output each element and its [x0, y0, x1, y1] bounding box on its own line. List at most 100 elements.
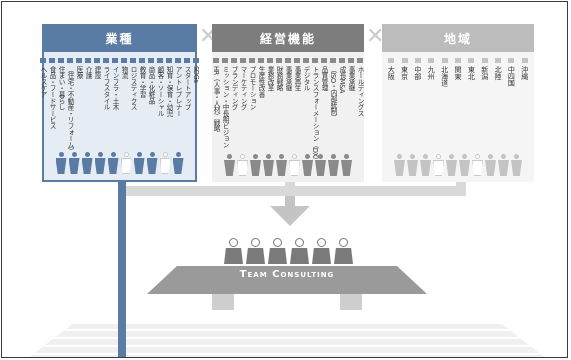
person-icon: [420, 154, 431, 176]
industry-list: ヘルスケア食品・フードサービス住まい・暮らし（住宅・不動産・リフォーム）医療介護…: [47, 58, 192, 154]
business-item-label: 事業承継: [347, 66, 355, 91]
person-icon: [108, 152, 119, 174]
bullet-square-icon: [276, 58, 282, 63]
person-icon: [472, 154, 483, 176]
business-item: プロモーション: [248, 58, 256, 163]
industry-item: ライフスタイル: [102, 58, 110, 154]
bullet-square-icon: [402, 58, 408, 63]
team-people: [224, 238, 353, 264]
person-icon: [315, 154, 326, 176]
region-item-label: 新潟: [481, 66, 489, 79]
business-item: 生産性改善: [257, 58, 265, 163]
person-icon: [498, 154, 509, 176]
bullet-square-icon: [321, 58, 327, 63]
business-item: （ISO・内部統制）: [329, 58, 337, 163]
industry-item: （住宅・不動産・リフォーム）: [66, 58, 74, 154]
region-item-label: 中四国: [507, 66, 515, 86]
region-item-label: 北海道: [441, 66, 449, 86]
consultant-icon: [290, 238, 309, 264]
industry-item-label: アントレプレナー: [174, 66, 182, 116]
person-icon: [95, 152, 106, 174]
industry-item-label: 建設: [93, 66, 101, 79]
business-item-label: 生産性改善: [257, 66, 265, 98]
industry-item: SDGs: [192, 58, 200, 154]
person-icon: [433, 154, 444, 176]
region-item-label: 大阪: [387, 66, 395, 79]
bullet-square-icon: [40, 58, 46, 63]
industry-item-label: インフラ・土木: [111, 66, 119, 110]
bullet-square-icon: [112, 58, 118, 63]
business-item-label: デジタル: [302, 66, 310, 91]
person-icon: [289, 154, 300, 176]
industry-item: スタートアップ: [183, 58, 191, 154]
industry-item-label: 医療: [75, 66, 83, 79]
business-item: HR（人事・人材）戦略: [212, 58, 220, 163]
bullet-square-icon: [522, 58, 528, 63]
person-icon: [121, 152, 132, 174]
business-item: 品質管理: [320, 58, 328, 163]
business-item: 財務戦略: [275, 58, 283, 163]
bullet-square-icon: [455, 58, 461, 63]
industry-panel-body: ヘルスケア食品・フードサービス住まい・暮らし（住宅・不動産・リフォーム）医療介護…: [42, 52, 197, 182]
bullet-square-icon: [415, 58, 421, 63]
bullet-square-icon: [166, 58, 172, 63]
business-item-label: マーケティング: [239, 66, 247, 110]
business-panel-title: 経営機能: [212, 24, 364, 52]
industry-item: 建設: [93, 58, 101, 154]
person-icon: [276, 154, 287, 176]
business-panel-body: HR（人事・人材）戦略ミッション・中長期ビジョンブランディングマーケティングプロ…: [212, 52, 364, 182]
bullet-square-icon: [285, 58, 291, 63]
bullet-square-icon: [442, 58, 448, 63]
bullet-square-icon: [348, 58, 354, 63]
bullet-square-icon: [184, 58, 190, 63]
bullet-square-icon: [103, 58, 109, 63]
region-panel: 地域 大阪東京中部九州北海道関東東北新潟北陸中四国沖縄: [382, 24, 534, 182]
person-icon: [224, 154, 235, 176]
business-item-label: 財務戦略: [275, 66, 283, 91]
consultant-icon: [224, 238, 243, 264]
consultant-icon: [268, 238, 287, 264]
consultant-icon: [246, 238, 265, 264]
bullet-square-icon: [258, 58, 264, 63]
industry-item-label: 顧客・ソーシャル: [156, 66, 164, 116]
industry-item-label: ロジスティクス: [129, 66, 137, 110]
industry-item-label: ライフスタイル: [102, 66, 110, 110]
person-icon: [173, 152, 184, 174]
bullet-square-icon: [49, 58, 55, 63]
arrow-stem: [285, 196, 295, 206]
business-item-label: 成長M&A: [338, 66, 346, 93]
business-item-label: ブランディング: [230, 66, 238, 110]
region-item: 中四国: [505, 58, 517, 86]
person-icon: [511, 154, 522, 176]
business-item: 業務改革: [266, 58, 274, 163]
bullet-square-icon: [482, 58, 488, 63]
bullet-square-icon: [193, 58, 199, 63]
bullet-square-icon: [240, 58, 246, 63]
region-item-label: 九州: [427, 66, 435, 79]
business-item: マーケティング: [239, 58, 247, 163]
region-item-label: 関東: [454, 66, 462, 79]
industry-panel: 業種 ヘルスケア食品・フードサービス住まい・暮らし（住宅・不動産・リフォーム）医…: [42, 24, 197, 182]
person-icon: [263, 154, 274, 176]
industry-item-label: 知育・保育・幼児: [165, 66, 173, 116]
business-item: ブランディング: [230, 58, 238, 163]
business-item-label: 品質管理: [320, 66, 328, 91]
business-item: 成長M&A: [338, 58, 346, 163]
business-item-label: トランスフォーメーション（DX）: [311, 66, 319, 163]
industry-item-label: 教育・学習: [138, 66, 146, 98]
region-list: 大阪東京中部九州北海道関東東北新潟北陸中四国沖縄: [385, 58, 531, 86]
bullet-square-icon: [495, 58, 501, 63]
person-icon: [446, 154, 457, 176]
business-item: トランスフォーメーション（DX）: [311, 58, 319, 163]
table-leg: [212, 294, 234, 310]
business-item-label: HR（人事・人材）戦略: [212, 66, 220, 132]
person-icon: [394, 154, 405, 176]
business-people: [212, 154, 364, 176]
region-item: 大阪: [385, 58, 397, 86]
region-item: 中部: [412, 58, 424, 86]
bullet-square-icon: [157, 58, 163, 63]
bullet-square-icon: [130, 58, 136, 63]
industry-item: ヘルスケア: [39, 58, 47, 154]
bullet-square-icon: [468, 58, 474, 63]
